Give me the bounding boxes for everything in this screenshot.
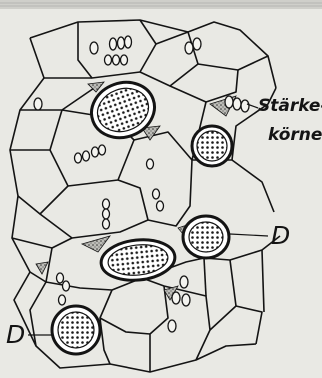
druse-bottom-left xyxy=(52,306,100,354)
label-staerke-line2: körner xyxy=(268,125,322,145)
druse-right-middle xyxy=(183,216,229,258)
label-druse-right: D xyxy=(271,221,290,250)
label-druse-left: D xyxy=(6,320,25,349)
cell-walls xyxy=(10,20,280,372)
top-border-band xyxy=(0,0,322,9)
druse-center xyxy=(99,236,177,284)
label-staerke-line1: Stärke- xyxy=(258,96,322,116)
druse-right-upper xyxy=(192,126,232,166)
